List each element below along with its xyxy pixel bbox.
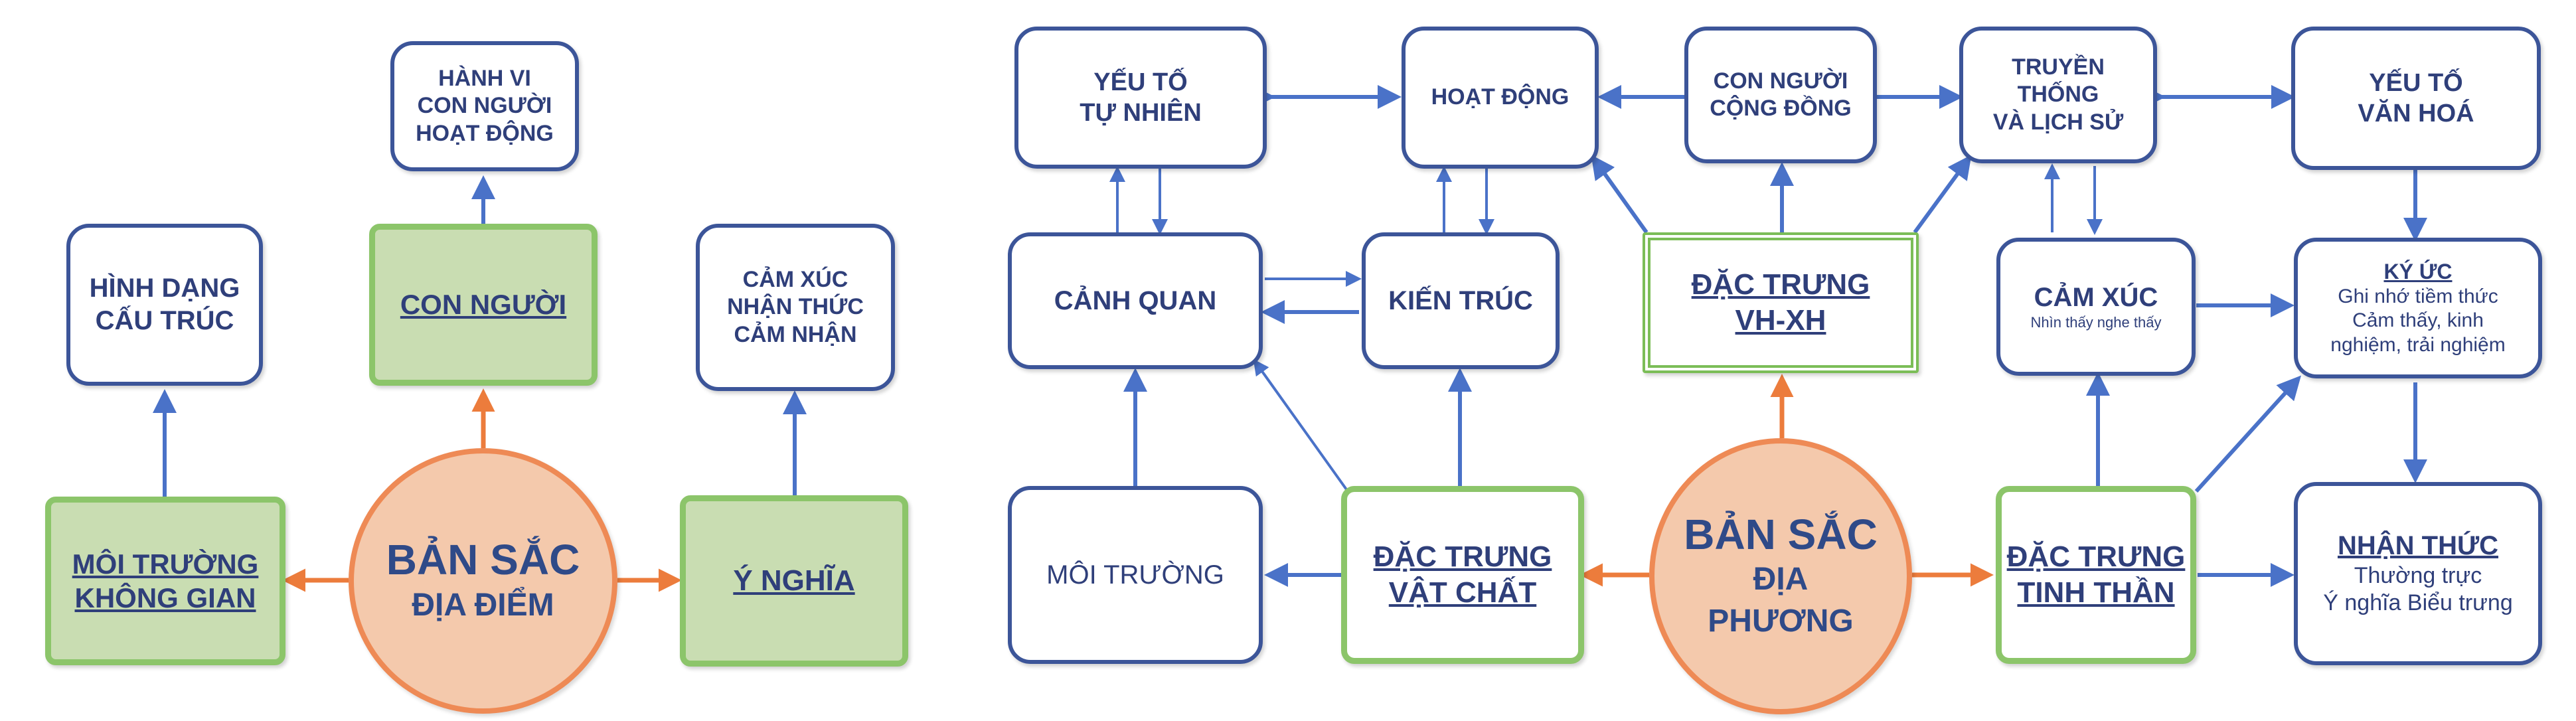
box-cam-xuc-right: CẢM XÚC Nhìn thấy nghe thấy [1996,238,2196,376]
cam-xuc-left-line-3: CẢM NHẬN [734,321,857,347]
yeu-to-tn-line-1: YẾU TỐ [1093,68,1188,96]
box-moi-truong-right: MÔI TRƯỜNG [1008,486,1263,664]
hinh-dang-line-1: HÌNH DẠNG [89,274,240,303]
box-truyen-thong: TRUYỀN THỐNG VÀ LỊCH SỬ [1959,27,2157,163]
box-nhan-thuc: NHẬN THỨC Thường trực Ý nghĩa Biểu trưng [2294,482,2542,665]
truyen-thong-line-3: VÀ LỊCH SỬ [1992,109,2124,135]
vat-chat-line-1: ĐẶC TRƯNG [1373,540,1552,574]
nhan-thuc-line-1: Thường trực [2354,562,2482,588]
ban-sac-line-2: ĐỊA ĐIỂM [412,587,554,623]
ky-uc-title: KÝ ỨC [2383,259,2453,283]
box-dac-trung-vat-chat: ĐẶC TRƯNG VẬT CHẤT [1341,486,1584,664]
vhxh-line-1: ĐẶC TRƯNG [1691,268,1870,301]
truyen-thong-line-2: THỐNG [2017,82,2099,108]
yeu-to-vh-line-2: VĂN HOÁ [2358,100,2474,127]
box-cam-xuc-left: CẢM XÚC NHẬN THỨC CẢM NHẬN [696,224,895,391]
con-nguoi-cd-line-2: CỘNG ĐỒNG [1710,96,1852,121]
box-hinh-dang: HÌNH DẠNG CẤU TRÚC [66,224,263,386]
ky-uc-line-2: Cảm thấy, kinh [2352,309,2484,332]
moi-truong-line-1: MÔI TRƯỜNG [72,548,259,580]
y-nghia-label: Ý NGHĨA [733,564,855,598]
vat-chat-line-2: VẬT CHẤT [1388,576,1537,609]
ky-uc-line-3: nghiệm, trải nghiệm [2330,333,2506,356]
tinh-than-line-2: TINH THẦN [2017,576,2175,609]
kien-truc-label: KIẾN TRÚC [1388,285,1533,315]
cam-xuc-right-label: CẢM XÚC [2034,283,2158,313]
arrow-tinhthan-kyuc [2194,375,2302,493]
moi-truong-right-label: MÔI TRƯỜNG [1046,560,1224,590]
hanh-vi-line-3: HOẠT ĐỘNG [416,120,554,146]
yeu-to-vh-line-1: YẾU TỐ [2369,68,2463,97]
circle-ban-sac-dia-diem: BẢN SẮC ĐỊA ĐIỂM [349,448,617,714]
box-dac-trung-tinh-than: ĐẶC TRƯNG TINH THẦN [1996,486,2196,664]
con-nguoi-cd-line-1: CON NGƯỜI [1713,68,1848,94]
ban-sac-dp-line-1: BẢN SẮC [1684,510,1878,558]
box-canh-quan: CẢNH QUAN [1008,232,1263,369]
cam-xuc-right-sub: Nhìn thấy nghe thấy [2030,313,2162,331]
canh-quan-label: CẢNH QUAN [1054,285,1217,315]
vhxh-line-2: VH-XH [1735,304,1826,337]
hoat-dong-label: HOẠT ĐỘNG [1431,84,1570,110]
moi-truong-line-2: KHÔNG GIAN [74,582,256,613]
tinh-than-line-1: ĐẶC TRƯNG [2006,540,2186,574]
box-dac-trung-vh-xh: ĐẶC TRƯNG VH-XH [1643,232,1919,373]
ban-sac-line-1: BẢN SẮC [386,536,580,584]
box-y-nghia: Ý NGHĨA [680,495,908,667]
box-kien-truc: KIẾN TRÚC [1362,232,1560,369]
con-nguoi-label: CON NGƯỜI [400,289,567,321]
arrow-vatchat-canhquan [1253,359,1349,493]
truyen-thong-line-1: TRUYỀN [2012,54,2105,80]
cam-xuc-left-line-2: NHẬN THỨC [727,294,864,320]
nhan-thuc-line-2: Ý nghĩa Biểu trưng [2323,590,2513,616]
ban-sac-dp-line-2: ĐỊA [1753,562,1809,598]
box-hoat-dong: HOẠT ĐỘNG [1402,27,1599,169]
box-con-nguoi-cong-dong: CON NGƯỜI CỘNG ĐỒNG [1684,27,1877,163]
hanh-vi-line-2: CON NGƯỜI [417,93,552,119]
cam-xuc-left-line-1: CẢM XÚC [742,266,848,292]
hinh-dang-line-2: CẤU TRÚC [95,306,234,335]
circle-ban-sac-dia-phuong: BẢN SẮC ĐỊA PHƯƠNG [1649,438,1912,714]
arrow-vhxh-truyenthong [1913,155,1972,234]
nhan-thuc-title: NHẬN THỨC [2337,531,2499,561]
yeu-to-tn-line-2: TỰ NHIÊN [1080,99,1202,127]
arrow-vhxh-hoatdong [1591,155,1649,234]
box-con-nguoi: CON NGƯỜI [369,224,598,386]
box-ky-uc: KÝ ỨC Ghi nhớ tiềm thức Cảm thấy, kinh n… [2294,238,2542,378]
box-yeu-to-tu-nhien: YẾU TỐ TỰ NHIÊN [1014,27,1267,169]
ban-sac-dp-line-3: PHƯƠNG [1708,603,1854,639]
box-hanh-vi: HÀNH VI CON NGƯỜI HOẠT ĐỘNG [390,41,579,171]
box-yeu-to-van-hoa: YẾU TỐ VĂN HOÁ [2291,27,2541,170]
box-moi-truong-khong-gian: MÔI TRƯỜNG KHÔNG GIAN [45,497,285,665]
hanh-vi-line-1: HÀNH VI [438,65,531,91]
ky-uc-line-1: Ghi nhớ tiềm thức [2338,285,2498,307]
